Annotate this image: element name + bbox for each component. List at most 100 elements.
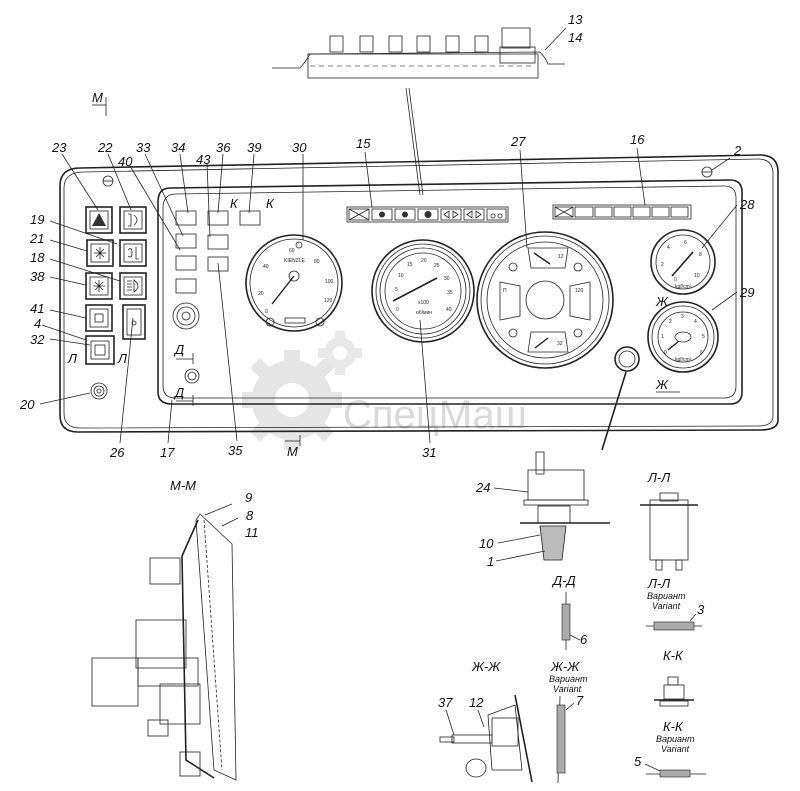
switch-22[interactable] (175, 278, 197, 294)
leader-lines (39, 147, 738, 444)
svg-text:40: 40 (263, 264, 269, 270)
section-ll: Л-Л Л-Л Вариант Variant 3 (640, 470, 705, 631)
callout-33: 33 (136, 140, 151, 155)
callout-20: 20 (19, 397, 35, 412)
top-switch-bar-view: 13 14 (272, 12, 583, 196)
svg-text:20: 20 (421, 258, 427, 264)
callout-32: 32 (30, 332, 45, 347)
svg-text:120: 120 (324, 298, 333, 304)
socket-17 (184, 368, 200, 384)
tachometer: 0 5 10 15 20 25 30 35 40 x100 об/мин (371, 239, 475, 343)
lamp-cross (348, 208, 370, 221)
knob-24[interactable] (614, 346, 640, 372)
svg-text:kgf/cm²: kgf/cm² (675, 284, 692, 290)
svg-text:12: 12 (558, 254, 564, 260)
lamp-brake-2 (394, 208, 416, 221)
lamp-trailer (486, 208, 507, 221)
voltmeter-window (499, 281, 521, 321)
svg-text:К: К (230, 196, 239, 211)
callout-24: 24 (475, 480, 490, 495)
speedometer: KIENZLE 0 20 40 60 80 100 120 (245, 234, 343, 332)
switch-35[interactable] (207, 256, 229, 272)
switch-39[interactable] (239, 210, 261, 226)
callout-40: 40 (118, 154, 133, 169)
svg-text:25: 25 (434, 263, 440, 269)
tachometer-multiplier: x100 (418, 300, 429, 306)
switch-34[interactable] (175, 210, 197, 226)
section-zhzh: Ж-Ж 37 12 (438, 659, 533, 783)
svg-text:80: 80 (314, 259, 320, 265)
callout-21: 21 (29, 231, 44, 246)
callout-labels: 23 22 40 33 34 43 36 39 30 15 27 16 2 28… (19, 132, 755, 460)
callout-2: 2 (733, 143, 742, 158)
svg-text:4: 4 (694, 319, 697, 325)
callout-22: 22 (97, 140, 113, 155)
svg-text:Ж: Ж (655, 377, 669, 392)
svg-text:Д-Д: Д-Д (551, 573, 576, 588)
svg-text:40: 40 (446, 307, 452, 313)
switch-32[interactable] (85, 335, 115, 365)
callout-3: 3 (697, 602, 705, 617)
axle-lock-switch[interactable] (119, 239, 147, 267)
callout-14: 14 (568, 30, 582, 45)
rocker-switch-26[interactable] (122, 304, 146, 340)
watermark-text: СпецМаш (343, 393, 527, 437)
svg-text:5: 5 (702, 334, 705, 340)
svg-text:5: 5 (395, 287, 398, 293)
callout-38: 38 (30, 269, 45, 284)
svg-text:15: 15 (407, 262, 413, 268)
left-switch-block: Л Л (67, 206, 147, 400)
switch-43[interactable] (207, 234, 229, 250)
switch-40[interactable] (175, 255, 197, 271)
svg-text:К-К: К-К (663, 648, 684, 663)
hazard-switch[interactable] (85, 206, 113, 234)
lamp-16-5 (632, 206, 651, 218)
wiper-icon (94, 247, 106, 259)
svg-text:120: 120 (575, 288, 584, 294)
gear-icon (242, 350, 342, 450)
lamp-brake-1 (371, 208, 393, 221)
callout-35: 35 (228, 443, 243, 458)
svg-text:0: 0 (265, 309, 268, 315)
svg-text:0: 0 (674, 277, 677, 283)
callout-17: 17 (160, 445, 175, 460)
lamp-16-1 (554, 206, 574, 218)
callout-41: 41 (30, 301, 44, 316)
callout-12: 12 (469, 695, 484, 710)
callout-34: 34 (171, 140, 185, 155)
section-ll-variant-title: Л-Л (647, 576, 670, 591)
switch-36[interactable] (207, 210, 229, 226)
callout-4: 4 (34, 316, 41, 331)
wiper-switch-1[interactable] (86, 239, 114, 267)
svg-text:30: 30 (444, 276, 450, 282)
speedometer-brand: KIENZLE (284, 258, 306, 264)
wiper-switch-2[interactable] (85, 272, 113, 300)
section-ll-variant-en: Variant (652, 601, 681, 611)
callout-19: 19 (30, 212, 44, 227)
headlight-switch[interactable] (119, 272, 147, 300)
headlight-icon (127, 279, 139, 293)
svg-text:1: 1 (661, 334, 664, 340)
section-zhzh-variant: Ж-Ж Вариант Variant 7 (549, 659, 588, 784)
lamp-turn-1 (440, 208, 462, 221)
rubber-seal-icon (539, 525, 567, 561)
fog-light-switch[interactable] (119, 206, 147, 234)
svg-text:0: 0 (664, 350, 667, 356)
callout-10: 10 (479, 536, 494, 551)
switch-41[interactable] (85, 304, 113, 332)
switch-33[interactable] (175, 233, 197, 249)
lamp-16-6 (651, 206, 670, 218)
section-mark-l: Л Л (67, 351, 127, 366)
svg-text:8: 8 (699, 252, 702, 258)
svg-text:Ж-Ж: Ж-Ж (471, 659, 501, 674)
section-mark-m-top: М (92, 90, 107, 116)
callout-5: 5 (634, 754, 642, 769)
axle-icon (127, 247, 139, 260)
ignition-switch[interactable] (172, 302, 200, 330)
svg-text:М-М: М-М (170, 478, 196, 493)
socket-20 (90, 382, 108, 400)
svg-text:Ж: Ж (655, 294, 669, 309)
callout-7: 7 (576, 693, 584, 708)
washer-icon (93, 280, 105, 292)
